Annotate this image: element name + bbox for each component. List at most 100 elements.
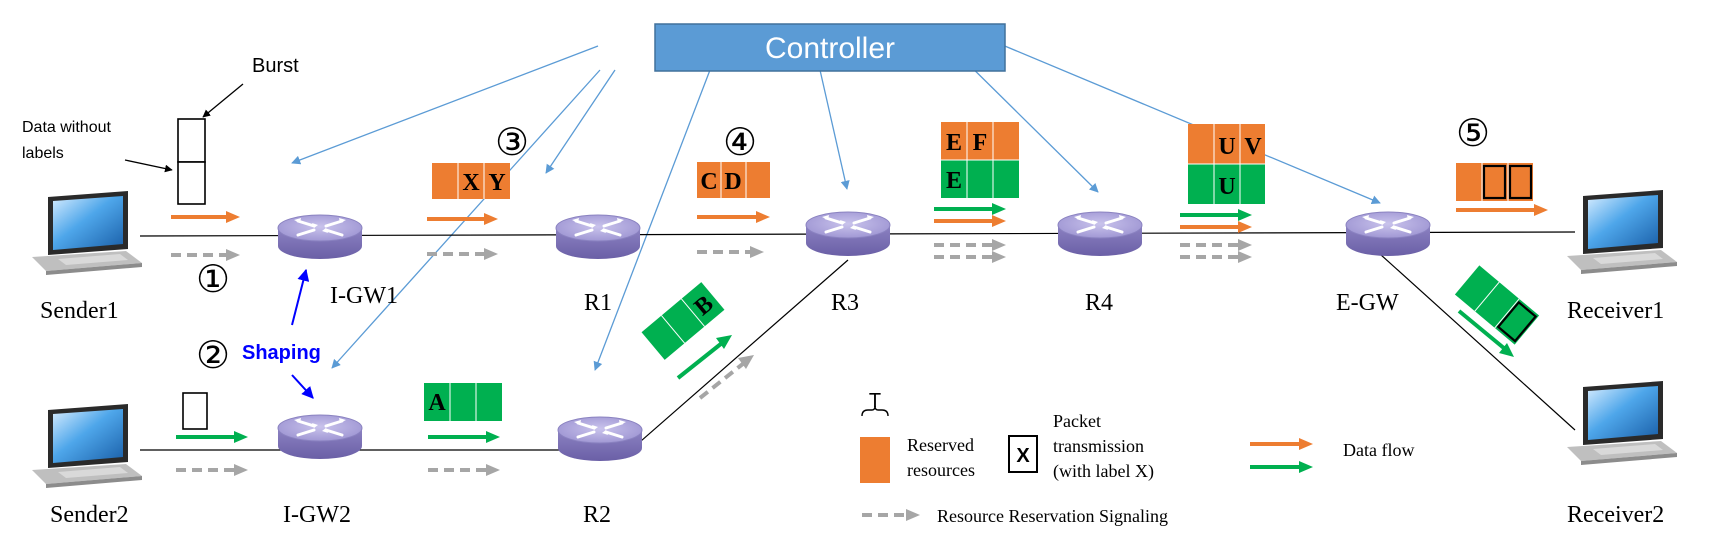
legend-signaling-arrow: [862, 509, 920, 521]
node-label-receiver2: Receiver2: [1567, 502, 1664, 528]
step-marker-3: ③: [495, 122, 529, 164]
packet-label-y: Y: [488, 170, 505, 196]
node-label-egw: E-GW: [1336, 290, 1399, 316]
legend-t-label: T: [869, 390, 881, 412]
router-icon-r4[interactable]: [1056, 210, 1144, 258]
flow-arrow-orange: [934, 215, 1006, 227]
packet-label-f: F: [973, 130, 988, 156]
burst-label: Burst: [252, 55, 299, 77]
packet-group-a: A: [424, 383, 502, 421]
laptop-icon-receiver2[interactable]: [1567, 381, 1677, 465]
flow-arrow-green: [428, 431, 500, 443]
packet-label-e1: E: [946, 130, 962, 156]
shaping-annotation: Shaping: [242, 268, 321, 399]
packet-group-ef: E F E: [941, 122, 1019, 198]
router-icon-r1[interactable]: [554, 213, 642, 261]
step-marker-1: ①: [196, 259, 230, 301]
node-labels: Sender1 Sender2 I-GW1 I-GW2 R1 R2 R3 R4 …: [40, 283, 1664, 528]
laptop-icon-sender2[interactable]: [32, 404, 142, 488]
signaling-arrow: [176, 464, 248, 476]
control-links: [291, 43, 1381, 371]
packet-label-x: X: [462, 170, 480, 196]
flow-arrow-orange: [1180, 221, 1252, 233]
flow-arrow-orange: [427, 213, 498, 225]
step-marker-4: ④: [723, 122, 757, 164]
data-without-labels-line2: labels: [22, 145, 64, 162]
packet-label-c: C: [700, 169, 717, 195]
signaling-arrows: [171, 239, 1252, 476]
packet-label-v: V: [1244, 134, 1262, 160]
flow-arrow-green: [676, 335, 732, 380]
packet-group-xy: X Y: [432, 163, 510, 199]
node-label-r4: R4: [1085, 290, 1113, 316]
legend-signaling: Resource Reservation Signaling: [937, 506, 1168, 526]
node-label-sender1: Sender1: [40, 298, 119, 324]
router-icon-igw2[interactable]: [276, 413, 364, 461]
data-without-labels-line1: Data without: [22, 119, 111, 136]
legend-packet-swatch: [1008, 435, 1038, 473]
step-markers: ① ② ③ ④ ⑤: [196, 113, 1490, 377]
controller-box[interactable]: Controller: [654, 23, 1006, 72]
packet-group-cd: C D: [697, 162, 770, 198]
node-label-sender2: Sender2: [50, 502, 129, 528]
shaping-label: Shaping: [242, 342, 321, 364]
signaling-arrow: [697, 246, 764, 258]
legend-packet-line1: Packet: [1053, 411, 1101, 431]
step-marker-2: ②: [196, 335, 230, 377]
signaling-arrow: [428, 464, 500, 476]
data-flow-arrows: [171, 203, 1548, 443]
legend-packet-line3: (with label X): [1053, 461, 1154, 482]
packet-label-e2: E: [946, 168, 962, 194]
packet-group-uv: U V U: [1188, 124, 1265, 204]
legend-packet-line2: transmission: [1053, 436, 1144, 456]
packet-group-b: B: [641, 282, 725, 360]
sender2-packet: [182, 392, 208, 430]
router-icon-r2[interactable]: [556, 415, 644, 463]
legend-reserved-swatch: [860, 437, 890, 483]
step-marker-5: ⑤: [1456, 113, 1490, 155]
burst-packet-2: [177, 161, 206, 205]
burst-packet-1: [177, 118, 206, 163]
router-icon-r3[interactable]: [804, 210, 892, 258]
node-label-igw2: I-GW2: [283, 502, 351, 528]
flow-arrow-green: [1180, 209, 1252, 221]
legend-t-brace: [861, 405, 889, 417]
packet-group-receiver1: [1456, 163, 1533, 201]
legend-reserved-line1: Reserved: [907, 435, 974, 455]
node-label-r2: R2: [583, 502, 611, 528]
packet-group-receiver2: [1454, 265, 1540, 345]
legend-reserved-line2: resources: [907, 460, 975, 480]
node-label-igw1: I-GW1: [330, 283, 398, 309]
legend-data-flow: Data flow: [1343, 440, 1414, 460]
signaling-arrow: [427, 248, 498, 260]
signaling-arrow: [698, 355, 754, 400]
flow-arrow-green: [1457, 309, 1514, 357]
laptop-icon-receiver1[interactable]: [1567, 190, 1677, 274]
router-icon-igw1[interactable]: [276, 213, 364, 261]
flow-arrow-orange: [171, 211, 240, 223]
data-links: [139, 231, 1576, 451]
packet-label-u2: U: [1218, 174, 1235, 200]
signaling-arrow: [934, 239, 1006, 251]
legend-packet-symbol: X: [1016, 445, 1030, 467]
packet-label-a: A: [428, 390, 446, 416]
node-label-r1: R1: [584, 290, 612, 316]
node-label-receiver1: Receiver1: [1567, 298, 1664, 324]
flow-arrow-orange: [697, 211, 770, 223]
router-icon-egw[interactable]: [1344, 210, 1432, 258]
flow-arrow-green: [934, 203, 1006, 215]
legend-flow-arrow-green: [1250, 461, 1313, 473]
laptop-icon-sender1[interactable]: [32, 191, 142, 275]
legend-flow-arrow-orange: [1250, 438, 1313, 450]
legend: T Reserved resources X Packet transmissi…: [860, 390, 1414, 526]
signaling-arrow: [1180, 251, 1252, 263]
packet-label-u1: U: [1218, 134, 1235, 160]
flow-arrow-orange: [1456, 204, 1548, 216]
controller-label: Controller: [765, 32, 895, 65]
signaling-arrow: [934, 251, 1006, 263]
packet-label-d: D: [724, 169, 741, 195]
flow-arrow-green: [176, 431, 248, 443]
burst-annotation: Burst Data without labels: [22, 55, 299, 205]
signaling-arrow: [1180, 239, 1252, 251]
signaling-arrow: [171, 249, 240, 261]
